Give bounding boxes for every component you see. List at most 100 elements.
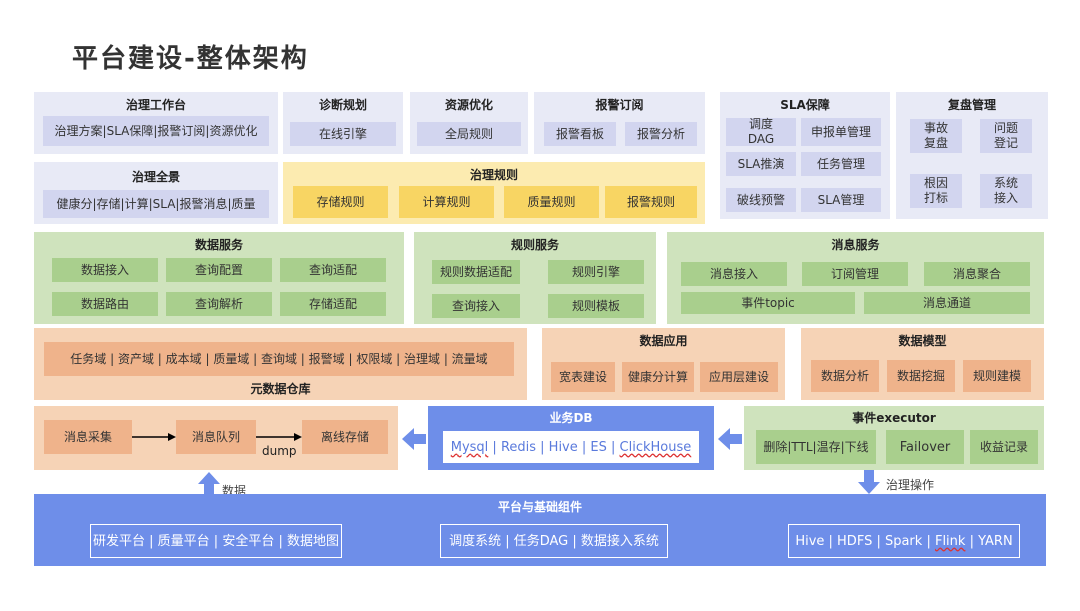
rule-modeling[interactable]: 规则建模: [963, 360, 1031, 392]
sla-deduction[interactable]: SLA推演: [726, 152, 796, 176]
sla-header: SLA保障: [780, 98, 830, 112]
delete-ttl-offline[interactable]: 删除|TTL|温存|下线: [756, 430, 876, 464]
benefit-record[interactable]: 收益记录: [970, 430, 1038, 464]
data-app-panel: 数据应用 宽表建设 健康分计算 应用层建设: [542, 328, 785, 400]
alarm-analysis[interactable]: 报警分析: [625, 122, 697, 146]
resource-opt-item[interactable]: 全局规则: [417, 122, 521, 146]
stores-middle-label: | Redis | Hive | ES |: [488, 439, 620, 455]
message-ingest[interactable]: 消息接入: [681, 262, 787, 286]
metadata-warehouse-panel: 任务域 | 资产域 | 成本域 | 质量域 | 查询域 | 报警域 | 权限域 …: [34, 328, 527, 400]
storage-rules[interactable]: 存储规则: [293, 186, 388, 218]
data-mining[interactable]: 数据挖掘: [887, 360, 955, 392]
diagnosis-panel: 诊断规划 在线引擎: [283, 92, 403, 154]
platform-header: 平台与基础组件: [497, 500, 582, 514]
governance-op-label: 治理操作: [886, 478, 935, 492]
governance-overview-header: 治理全景: [131, 170, 180, 184]
replay-integration[interactable]: 系统 接入: [980, 174, 1032, 208]
governance-overview-panel: 治理全景 健康分|存储|计算|SLA|报警消息|质量: [34, 162, 278, 224]
data-analysis[interactable]: 数据分析: [811, 360, 879, 392]
failover[interactable]: Failover: [886, 430, 964, 464]
governance-workbench-panel: 治理工作台 治理方案|SLA保障|报警订阅|资源优化: [34, 92, 278, 154]
platform-panel: 平台与基础组件 研发平台 | 质量平台 | 安全平台 | 数据地图 调度系统 |…: [34, 494, 1046, 566]
message-aggregate[interactable]: 消息聚合: [924, 262, 1030, 286]
alarm-board[interactable]: 报警看板: [544, 122, 616, 146]
rule-service-panel: 规则服务 规则数据适配 规则引擎 查询接入 规则模板: [414, 232, 656, 324]
query-adapt[interactable]: 查询适配: [280, 258, 386, 282]
resource-opt-header: 资源优化: [444, 98, 493, 112]
wide-table[interactable]: 宽表建设: [551, 362, 615, 392]
platform-bigdata-stack[interactable]: Hive | HDFS | Spark | Flink | YARN: [788, 524, 1020, 558]
business-db-stores[interactable]: Mysql | Redis | Hive | ES | ClickHouse: [442, 430, 700, 464]
message-service-header: 消息服务: [831, 238, 880, 252]
offline-storage[interactable]: 离线存储: [302, 420, 388, 454]
health-score-calc[interactable]: 健康分计算: [622, 362, 694, 392]
governance-workbench-item[interactable]: 治理方案|SLA保障|报警订阅|资源优化: [43, 116, 269, 146]
governance-workbench-header: 治理工作台: [125, 98, 186, 112]
data-app-header: 数据应用: [639, 334, 688, 348]
query-access[interactable]: 查询接入: [432, 294, 520, 318]
dump-label: dump: [262, 444, 297, 458]
mysql-label: Mysql: [450, 439, 489, 455]
business-db-header: 业务DB: [549, 411, 593, 425]
page-title: 平台建设-整体架构: [72, 44, 309, 74]
metadata-domains[interactable]: 任务域 | 资产域 | 成本域 | 质量域 | 查询域 | 报警域 | 权限域 …: [44, 342, 514, 376]
alarm-sub-panel: 报警订阅 报警看板 报警分析: [534, 92, 705, 154]
message-queue[interactable]: 消息队列: [176, 420, 256, 454]
governance-overview-item[interactable]: 健康分|存储|计算|SLA|报警消息|质量: [43, 190, 269, 218]
quality-rules[interactable]: 质量规则: [504, 186, 599, 218]
query-parse[interactable]: 查询解析: [166, 292, 272, 316]
platform-dev-tools[interactable]: 研发平台 | 质量平台 | 安全平台 | 数据地图: [90, 524, 342, 558]
business-db-panel: 业务DB Mysql | Redis | Hive | ES | ClickHo…: [428, 406, 714, 470]
storage-adapt[interactable]: 存储适配: [280, 292, 386, 316]
sla-management[interactable]: SLA管理: [801, 188, 881, 212]
rule-template[interactable]: 规则模板: [548, 294, 644, 318]
alarm-sub-header: 报警订阅: [595, 98, 644, 112]
rule-engine[interactable]: 规则引擎: [548, 260, 644, 284]
sla-dag[interactable]: 调度 DAG: [726, 117, 796, 146]
data-routing[interactable]: 数据路由: [52, 292, 158, 316]
arrow-left-to-db: [718, 428, 742, 450]
data-model-panel: 数据模型 数据分析 数据挖掘 规则建模: [801, 328, 1044, 400]
replay-incident[interactable]: 事故 复盘: [910, 119, 962, 153]
replay-rootcause[interactable]: 根因 打标: [910, 174, 962, 208]
platform-scheduling[interactable]: 调度系统 | 任务DAG | 数据接入系统: [440, 524, 668, 558]
sla-task-mgmt[interactable]: 任务管理: [801, 152, 881, 176]
query-config[interactable]: 查询配置: [166, 258, 272, 282]
sla-declaration[interactable]: 申报单管理: [801, 118, 881, 146]
data-service-header: 数据服务: [194, 238, 243, 252]
arrow-up-data: [198, 472, 220, 496]
replay-header: 复盘管理: [947, 98, 996, 112]
rule-data-adapt[interactable]: 规则数据适配: [432, 260, 520, 284]
message-service-panel: 消息服务 消息接入 订阅管理 消息聚合 事件topic 消息通道: [667, 232, 1044, 324]
flink-label: Flink: [934, 533, 966, 549]
replay-panel: 复盘管理 事故 复盘 问题 登记 根因 打标 系统 接入: [896, 92, 1048, 219]
message-collect[interactable]: 消息采集: [44, 420, 132, 454]
alarm-rules[interactable]: 报警规则: [605, 186, 697, 218]
event-executor-panel: 事件executor 删除|TTL|温存|下线 Failover 收益记录: [744, 406, 1044, 470]
arrow-collect-to-queue: [132, 433, 176, 441]
app-layer[interactable]: 应用层建设: [700, 362, 778, 392]
data-model-header: 数据模型: [898, 334, 947, 348]
arrow-queue-to-storage: [256, 433, 302, 441]
event-executor-header: 事件executor: [852, 411, 936, 425]
governance-rules-header: 治理规则: [469, 168, 518, 182]
data-ingest[interactable]: 数据接入: [52, 258, 158, 282]
resource-opt-panel: 资源优化 全局规则: [410, 92, 528, 154]
message-channel[interactable]: 消息通道: [864, 292, 1030, 314]
clickhouse-label: ClickHouse: [619, 439, 692, 455]
arrow-left-to-pipeline: [402, 428, 426, 450]
replay-issue[interactable]: 问题 登记: [980, 119, 1032, 153]
diagnosis-header: 诊断规划: [318, 98, 367, 112]
data-service-panel: 数据服务 数据接入 查询配置 查询适配 数据路由 查询解析 存储适配: [34, 232, 404, 324]
subscription-mgmt[interactable]: 订阅管理: [802, 262, 908, 286]
bigdata-stack-part1: Hive | HDFS | Spark |: [795, 533, 935, 549]
rule-service-header: 规则服务: [510, 238, 559, 252]
event-topic[interactable]: 事件topic: [681, 292, 855, 314]
pipeline-panel: 消息采集 消息队列 离线存储 dump: [34, 406, 398, 470]
sla-panel: SLA保障 调度 DAG 申报单管理 SLA推演 任务管理 破线预警 SLA管理: [720, 92, 890, 219]
governance-rules-panel: 治理规则 存储规则 计算规则 质量规则 报警规则: [283, 162, 705, 224]
bigdata-stack-part3: | YARN: [965, 533, 1013, 549]
sla-warning[interactable]: 破线预警: [726, 188, 796, 212]
diagnosis-item[interactable]: 在线引擎: [290, 122, 396, 146]
compute-rules[interactable]: 计算规则: [399, 186, 494, 218]
